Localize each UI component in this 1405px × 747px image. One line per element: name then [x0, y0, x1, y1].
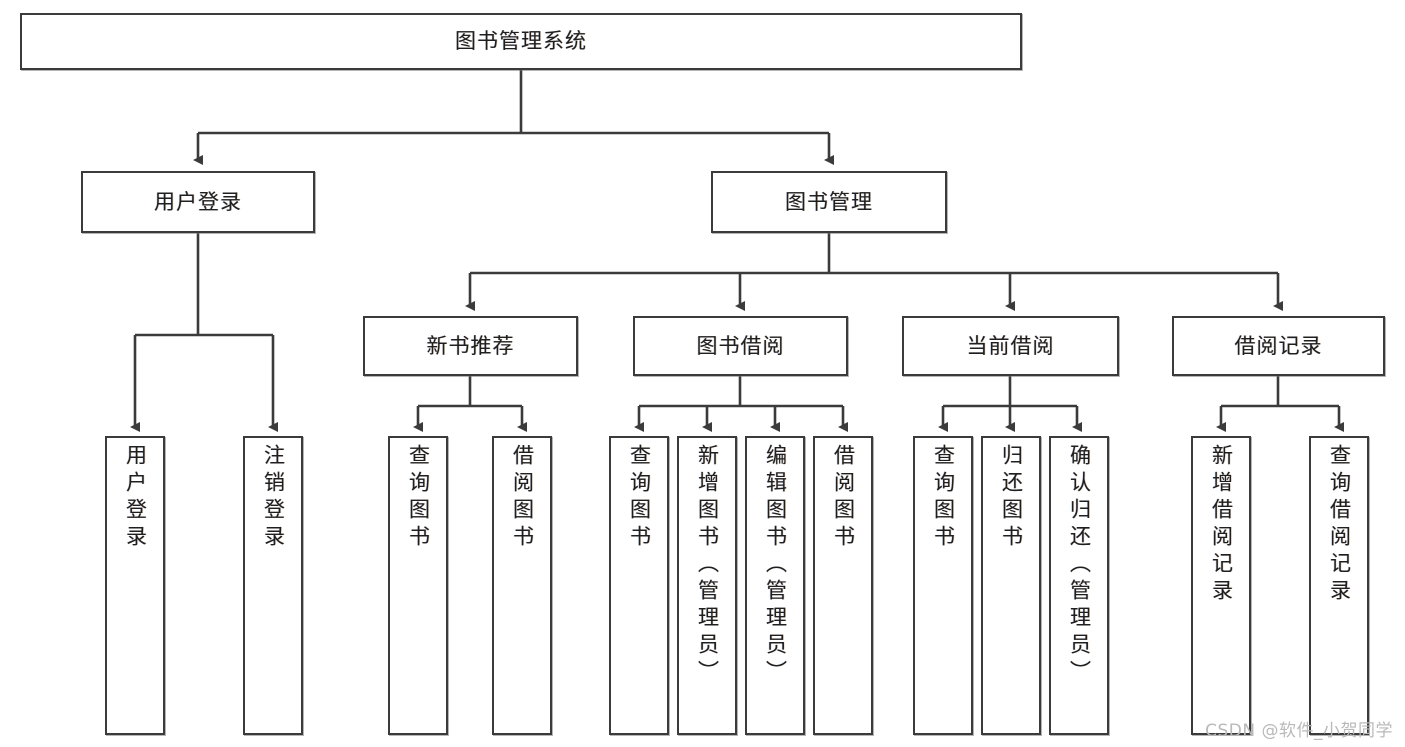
node-user-login[interactable]: 用户登录	[81, 171, 315, 233]
leaf-current-borrow-confirm[interactable]: 确认归还（管理员）	[1049, 436, 1109, 735]
leaf-label: 用户登录	[123, 444, 148, 552]
node-book-management[interactable]: 图书管理	[711, 171, 947, 233]
node-book-borrow-label: 图书借阅	[696, 333, 785, 358]
leaf-label: 查询图书	[931, 444, 956, 552]
node-user-login-label: 用户登录	[154, 189, 242, 214]
leaf-label: 注销登录	[261, 444, 286, 552]
node-current-borrow[interactable]: 当前借阅	[902, 316, 1119, 376]
node-current-borrow-label: 当前借阅	[966, 333, 1055, 358]
leaf-label: 归还图书	[999, 444, 1024, 552]
node-borrow-record-label: 借阅记录	[1234, 333, 1323, 358]
node-book-borrow[interactable]: 图书借阅	[633, 316, 848, 376]
leaf-new-book-borrow[interactable]: 借阅图书	[492, 436, 552, 735]
node-root[interactable]: 图书管理系统	[20, 13, 1022, 70]
leaf-label: 新增借阅记录	[1209, 444, 1234, 606]
node-root-label: 图书管理系统	[455, 29, 587, 54]
leaf-current-borrow-query[interactable]: 查询图书	[913, 436, 973, 735]
leaf-new-book-query[interactable]: 查询图书	[388, 436, 448, 735]
leaf-borrow-record-query[interactable]: 查询借阅记录	[1309, 436, 1369, 735]
leaf-label: 借阅图书	[831, 444, 856, 552]
leaf-label: 查询借阅记录	[1327, 444, 1352, 606]
leaf-label: 新增图书（管理员）	[695, 444, 720, 687]
leaf-book-borrow-add[interactable]: 新增图书（管理员）	[677, 436, 737, 735]
leaf-user-login-logout[interactable]: 注销登录	[243, 436, 303, 735]
watermark: CSDN @软件_小贺同学	[1205, 721, 1393, 741]
leaf-label: 借阅图书	[510, 444, 535, 552]
node-new-book-recommend[interactable]: 新书推荐	[363, 316, 578, 376]
leaf-book-borrow-query[interactable]: 查询图书	[609, 436, 669, 735]
leaf-book-borrow-edit[interactable]: 编辑图书（管理员）	[745, 436, 805, 735]
leaf-borrow-record-add[interactable]: 新增借阅记录	[1191, 436, 1251, 735]
leaf-user-login-login[interactable]: 用户登录	[105, 436, 165, 735]
leaf-current-borrow-return[interactable]: 归还图书	[981, 436, 1041, 735]
leaf-label: 确认归还（管理员）	[1067, 444, 1092, 687]
node-new-book-recommend-label: 新书推荐	[426, 333, 515, 358]
node-borrow-record[interactable]: 借阅记录	[1172, 316, 1385, 376]
leaf-label: 查询图书	[627, 444, 652, 552]
leaf-label: 编辑图书（管理员）	[763, 444, 788, 687]
node-book-management-label: 图书管理	[785, 189, 873, 214]
leaf-book-borrow-borrow[interactable]: 借阅图书	[813, 436, 873, 735]
leaf-label: 查询图书	[406, 444, 431, 552]
